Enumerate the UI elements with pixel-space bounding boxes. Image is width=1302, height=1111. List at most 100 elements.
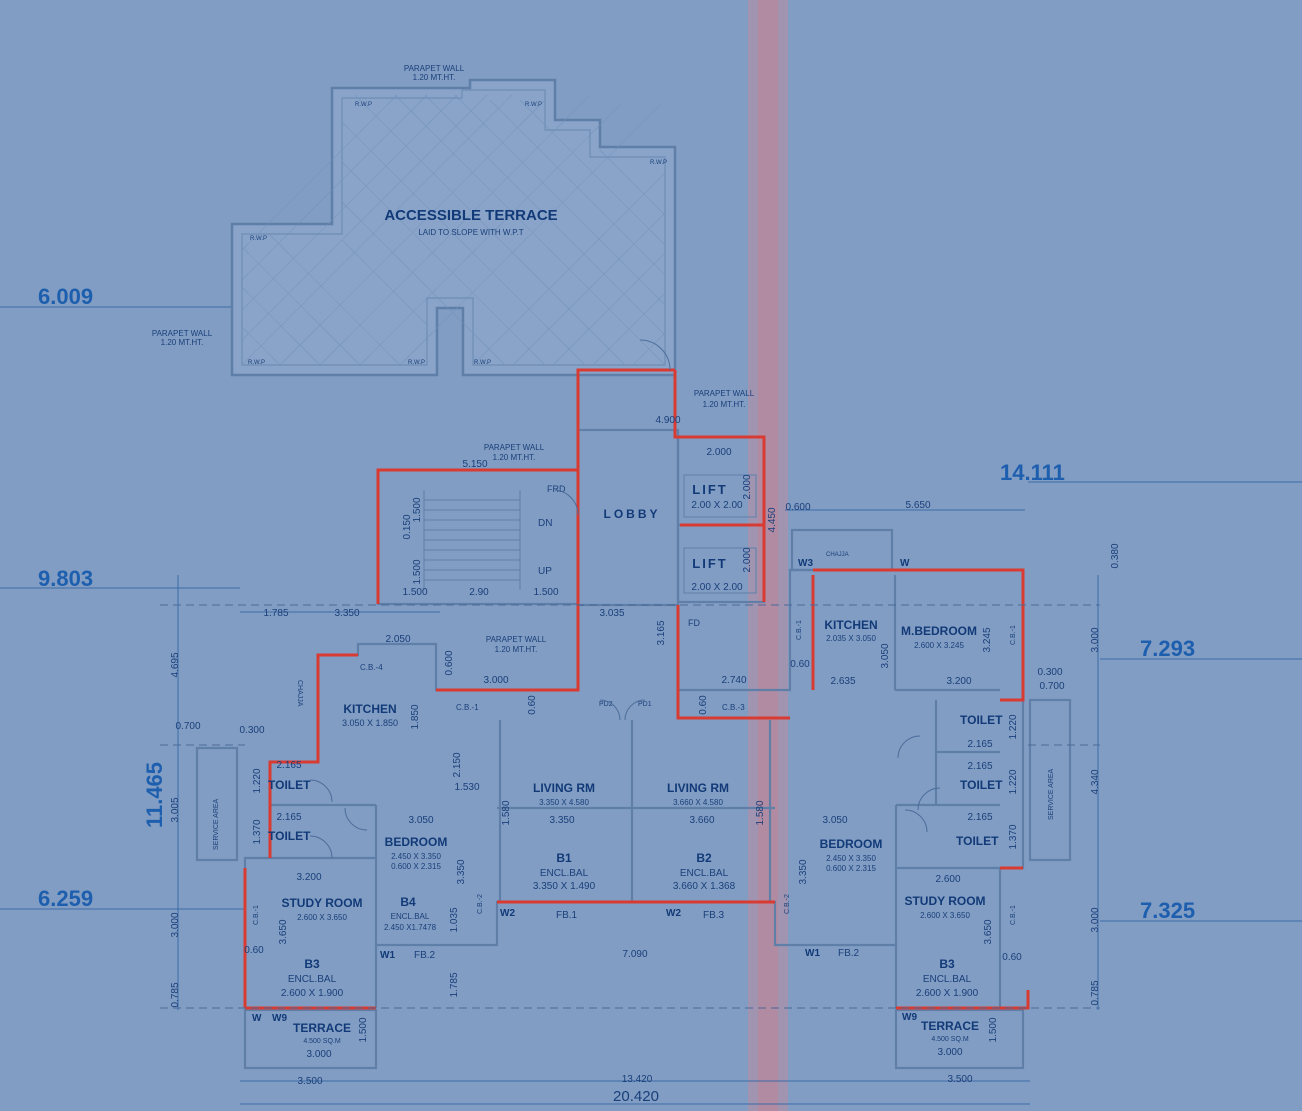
terrace-block: [230, 78, 677, 377]
dim-290-stair: 2.90: [469, 587, 489, 598]
dim-3500-left: 3.500: [297, 1076, 322, 1087]
b4-size: 2.450 X1.7478: [384, 923, 437, 932]
dim-1785-b: 1.785: [449, 972, 460, 997]
dim-3350-bed-left: 3.350: [456, 859, 467, 884]
dim-2050: 2.050: [385, 634, 410, 645]
bedroom-left-size2: 0.600 X 2.315: [391, 862, 441, 871]
dim-2165-l2: 2.165: [276, 812, 301, 823]
dim-060-kitchen: 0.60: [790, 659, 810, 670]
living-right-label: LIVING RM: [667, 781, 729, 795]
dim-3050-kitchen-right: 3.050: [880, 643, 891, 668]
dim-3350-living: 3.350: [549, 815, 574, 826]
dim-2150: 2.150: [452, 752, 463, 777]
cb2-left: C.B.-2: [477, 894, 484, 914]
dim-0700-right: 0.700: [1039, 681, 1064, 692]
bedroom-left-size: 2.450 X 3.350: [391, 852, 441, 861]
dim-3000-terrace-left: 3.000: [306, 1049, 331, 1060]
red-streak: [748, 0, 788, 1111]
dim-150-stair-vert: 1.500: [412, 497, 423, 522]
b3-right-desc: ENCL.BAL: [923, 974, 972, 985]
living-left-label: LIVING RM: [533, 781, 595, 795]
w-label-top: W: [900, 558, 910, 569]
b4-desc: ENCL.BAL: [391, 912, 430, 921]
rwp-label-4: R.W.P: [250, 236, 267, 242]
level-left-mid: 9.803: [38, 566, 93, 591]
cb2-right: C.B.-2: [784, 894, 791, 914]
dim-3200-left: 3.200: [296, 872, 321, 883]
service-area-left: SERVICE AREA: [213, 798, 220, 850]
rwp-label-5: R.W.P: [248, 360, 265, 366]
dim-20420: 20.420: [613, 1088, 659, 1105]
bedroom-right-size2: 0.600 X 2.315: [826, 864, 876, 873]
dim-060-left: 0.60: [244, 945, 264, 956]
dim-3000-kitchen: 3.000: [483, 675, 508, 686]
kitchen-left-size: 3.050 X 1.850: [342, 718, 398, 728]
cb3-label: C.B.-3: [722, 703, 745, 712]
dim-2635: 2.635: [830, 676, 855, 687]
b3-right-label: B3: [939, 957, 955, 971]
dim-3000-right-top: 3.000: [1090, 627, 1101, 652]
up-label: UP: [538, 566, 552, 577]
dim-1500-right: 1.500: [988, 1017, 999, 1042]
rwp-label-1: R.W.P: [355, 102, 372, 108]
cb1-left: C.B.-1: [253, 905, 260, 925]
bedroom-right-size: 2.450 X 3.350: [826, 854, 876, 863]
dim-3005: 3.005: [170, 797, 181, 822]
dim-2165-r3: 2.165: [967, 812, 992, 823]
dim-1530: 1.530: [454, 782, 479, 793]
kitchen-left-label: KITCHEN: [343, 702, 396, 716]
dim-0785-right: 0.785: [1090, 980, 1101, 1005]
parapet-left-label: PARAPET WALL: [152, 329, 213, 338]
level-right-mid: 7.293: [1140, 636, 1195, 661]
dim-1785: 1.785: [263, 608, 288, 619]
w-label-left: W: [252, 1013, 262, 1024]
level-right-bottom: 7.325: [1140, 898, 1195, 923]
level-left-low: 11.465: [142, 762, 167, 828]
frd-label: FRD: [547, 484, 566, 494]
mbedroom-size: 2.600 X 3.245: [914, 641, 964, 650]
study-left-size: 2.600 X 3.650: [297, 913, 347, 922]
dim-1220-r2: 1.220: [1008, 769, 1019, 794]
cb1-center: C.B.-1: [456, 703, 479, 712]
bedroom-right-label: BEDROOM: [820, 837, 883, 851]
dim-3650-left: 3.650: [278, 919, 289, 944]
lobby-label: LOBBY: [604, 507, 661, 521]
dim-0380: 0.380: [1110, 543, 1121, 568]
dim-150-stair-right: 1.500: [533, 587, 558, 598]
red-wall-markings: [243, 368, 1030, 1010]
dim-13420: 13.420: [622, 1074, 653, 1085]
dim-3660: 3.660: [689, 815, 714, 826]
dim-3245: 3.245: [982, 627, 993, 652]
dim-1580-right: 1.580: [755, 800, 766, 825]
dim-1850: 1.850: [410, 704, 421, 729]
dim-2600: 2.600: [935, 874, 960, 885]
w3-label: W3: [798, 558, 813, 569]
b3-right-size: 2.600 X 1.900: [916, 988, 979, 999]
w2-left: W2: [500, 908, 515, 919]
grid-lines: [160, 509, 1100, 1105]
b3-left-size: 2.600 X 1.900: [281, 988, 344, 999]
w9-label: W9: [272, 1013, 287, 1024]
lift-2-label: LIFT: [692, 556, 727, 571]
b1-desc: ENCL.BAL: [540, 868, 589, 879]
pd1-label: PD1: [638, 701, 652, 708]
dim-0600-kitchen: 0.600: [444, 650, 455, 675]
w1-left: W1: [380, 950, 395, 961]
dim-3500-right: 3.500: [947, 1074, 972, 1085]
dim-150-stair-vert2: 1.500: [412, 559, 423, 584]
dim-2000-top: 2.000: [706, 447, 731, 458]
parapet-mid-height: 1.20 MT.HT.: [495, 645, 538, 654]
kitchen-right-label: KITCHEN: [824, 618, 877, 632]
dim-060-cb3: 0.60: [698, 695, 709, 715]
chajja-right-label: CHAJJA: [826, 552, 849, 558]
dim-0300-right: 0.300: [1037, 667, 1062, 678]
dim-2165-l1: 2.165: [276, 760, 301, 771]
dim-060-cb1: 0.60: [527, 695, 538, 715]
terrace-right-label: TERRACE: [921, 1019, 979, 1033]
fb3-label: FB.3: [703, 910, 725, 921]
parapet-top-label: PARAPET WALL: [404, 64, 465, 73]
rwp-label-3: R.W.P: [650, 160, 667, 166]
level-left-top: 6.009: [38, 284, 93, 309]
rwp-label-6: R.W.P: [408, 360, 425, 366]
